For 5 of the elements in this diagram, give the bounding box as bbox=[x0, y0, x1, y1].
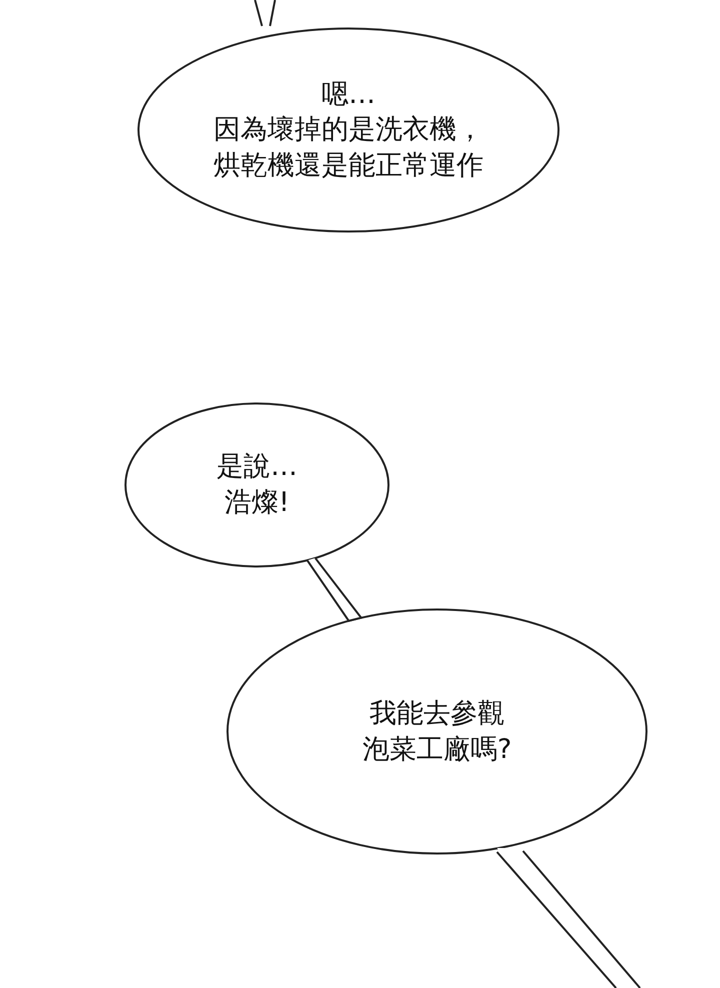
bubble-text: 我能去參觀泡菜工廠嗎? bbox=[361, 696, 513, 766]
bubble-text: 是說…浩燦! bbox=[216, 450, 298, 520]
bubble-text: 因為壞掉的是洗衣機，烘乾機還是能正常運作 bbox=[212, 113, 484, 183]
bubble-connector bbox=[306, 557, 363, 622]
bubble-text: 嗯… bbox=[320, 78, 376, 112]
